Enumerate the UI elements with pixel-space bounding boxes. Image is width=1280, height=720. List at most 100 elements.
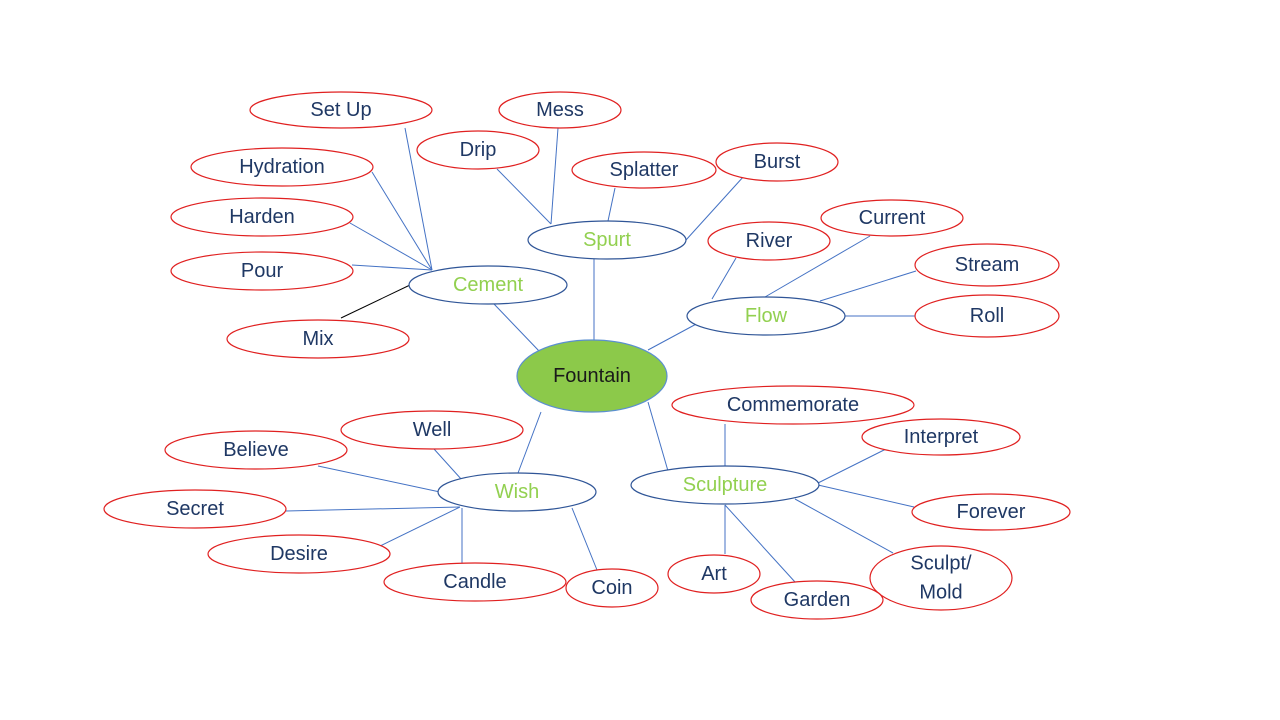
leaf-label: Harden xyxy=(229,206,295,228)
leaf-node-coin: Coin xyxy=(565,568,659,608)
leaf-ellipse xyxy=(571,151,717,189)
leaf-node-art: Art xyxy=(667,554,761,594)
leaf-label: Splatter xyxy=(610,159,679,181)
leaf-label: Mix xyxy=(302,328,333,350)
branch-node-cement: Cement xyxy=(408,265,568,305)
leaf-ellipse xyxy=(249,91,433,129)
connector-line xyxy=(817,484,915,508)
leaf-node-mix: Mix xyxy=(226,319,410,359)
leaf-node-roll: Roll xyxy=(914,294,1060,338)
leaf-node-well: Well xyxy=(340,410,524,450)
connector-line xyxy=(607,187,616,222)
leaf-label: Set Up xyxy=(310,99,371,121)
leaf-ellipse xyxy=(671,385,915,425)
branch-node-wish: Wish xyxy=(437,472,597,512)
leaf-ellipse xyxy=(164,430,348,470)
leaf-node-splatter: Splatter xyxy=(571,151,717,189)
leaf-ellipse xyxy=(416,130,540,170)
leaf-label: Desire xyxy=(270,543,328,565)
leaf-label: Forever xyxy=(957,501,1026,523)
leaf-ellipse xyxy=(750,580,884,620)
leaf-ellipse xyxy=(820,199,964,237)
leaf-ellipse xyxy=(715,142,839,182)
leaf-label: Pour xyxy=(241,260,284,282)
connector-line xyxy=(724,504,796,583)
leaf-ellipse xyxy=(226,319,410,359)
connector-line xyxy=(493,303,541,353)
connector-line xyxy=(351,264,433,271)
leaf-node-secret: Secret xyxy=(103,489,287,529)
connector-line xyxy=(817,448,887,484)
leaf-node-river: River xyxy=(707,221,831,261)
leaf-node-sculpt-mold: Sculpt/Mold xyxy=(869,545,1013,611)
leaf-node-interpret: Interpret xyxy=(861,418,1021,456)
leaf-node-set-up: Set Up xyxy=(249,91,433,129)
branch-node-spurt: Spurt xyxy=(527,220,687,260)
leaf-label: Candle xyxy=(443,571,506,593)
leaf-label: Current xyxy=(859,207,926,229)
center-node-center: Fountain xyxy=(516,339,668,413)
center-label: Fountain xyxy=(553,365,631,387)
leaf-ellipse xyxy=(911,493,1071,531)
leaf-label: Mess xyxy=(536,99,584,121)
branch-ellipse xyxy=(408,265,568,305)
leaf-node-commemorate: Commemorate xyxy=(671,385,915,425)
leaf-ellipse xyxy=(707,221,831,261)
connector-line xyxy=(317,465,441,493)
branch-node-sculpture: Sculpture xyxy=(630,465,820,505)
leaf-ellipse xyxy=(103,489,287,529)
leaf-label: Secret xyxy=(166,498,224,520)
leaf-label: Sculpt/Mold xyxy=(910,553,972,604)
connector-line xyxy=(794,498,894,554)
branch-label: Spurt xyxy=(583,229,631,251)
connector-line xyxy=(433,448,463,481)
leaf-node-garden: Garden xyxy=(750,580,884,620)
connector-line xyxy=(379,506,461,547)
leaf-label: Interpret xyxy=(904,426,979,448)
connector-line xyxy=(285,506,461,512)
connectors xyxy=(285,127,917,583)
leaf-node-harden: Harden xyxy=(170,197,354,237)
connector-line xyxy=(647,321,701,351)
connector-line xyxy=(371,171,433,271)
leaf-node-stream: Stream xyxy=(914,243,1060,287)
leaf-label: Roll xyxy=(970,305,1004,327)
connector-line xyxy=(496,168,552,225)
leaf-node-current: Current xyxy=(820,199,964,237)
leaf-ellipse xyxy=(667,554,761,594)
branch-node-flow: Flow xyxy=(686,296,846,336)
connector-line xyxy=(517,411,542,474)
leaf-label: Burst xyxy=(754,151,801,173)
leaf-node-forever: Forever xyxy=(911,493,1071,531)
leaf-label: Drip xyxy=(460,139,497,161)
leaf-ellipse xyxy=(207,534,391,574)
connector-line xyxy=(349,222,433,271)
branch-ellipse xyxy=(437,472,597,512)
leaf-label: River xyxy=(746,230,793,252)
leaf-node-desire: Desire xyxy=(207,534,391,574)
branch-label: Cement xyxy=(453,274,523,296)
branch-label: Sculpture xyxy=(683,474,768,496)
leaf-node-mess: Mess xyxy=(498,91,622,129)
connector-line xyxy=(647,401,669,472)
leaf-node-pour: Pour xyxy=(170,251,354,291)
connector-line xyxy=(764,235,871,298)
connector-line xyxy=(711,257,737,300)
leaf-ellipse xyxy=(914,243,1060,287)
leaf-ellipse xyxy=(565,568,659,608)
leaf-ellipse xyxy=(170,197,354,237)
leaf-label: Coin xyxy=(591,577,632,599)
leaf-ellipse xyxy=(383,562,567,602)
connector-line xyxy=(685,175,745,241)
leaf-label: Garden xyxy=(784,589,851,611)
leaf-ellipse xyxy=(861,418,1021,456)
connector-line xyxy=(571,507,598,571)
connector-line xyxy=(550,127,559,225)
connector-line xyxy=(404,127,433,271)
connector-line xyxy=(340,284,411,319)
leaf-label: Well xyxy=(413,419,452,441)
leaf-node-drip: Drip xyxy=(416,130,540,170)
branch-ellipse xyxy=(630,465,820,505)
